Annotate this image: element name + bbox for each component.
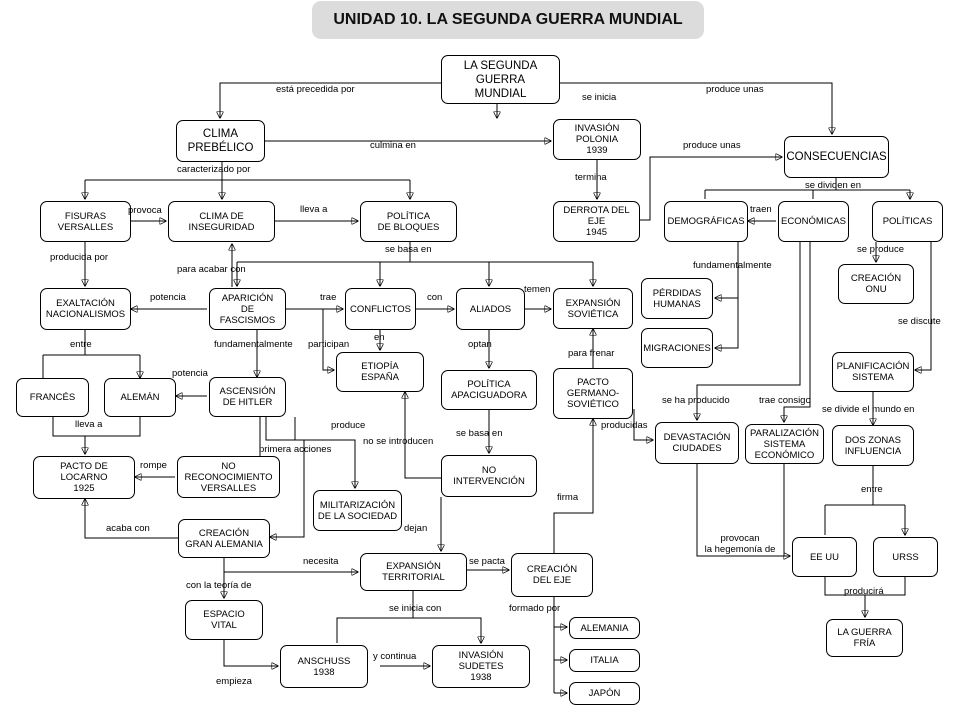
link-label: temen <box>524 284 551 295</box>
node-aliados: ALIADOS <box>456 288 525 330</box>
link-label: participan <box>308 339 350 350</box>
node-economicas: ECONÓMICAS <box>778 201 849 242</box>
link-label: se basa en <box>456 428 503 439</box>
link-label: en <box>374 332 385 343</box>
link-label: firma <box>557 492 579 503</box>
link-label: necesita <box>303 556 339 567</box>
node-creacion-eje: CREACIÓN DEL EJE <box>511 553 593 597</box>
node-espacio-vital: ESPACIO VITAL <box>185 600 263 640</box>
link-label: rompe <box>140 460 167 471</box>
node-invasion-polonia: INVASIÓN POLONIA 1939 <box>553 119 641 160</box>
link-label: empieza <box>216 676 252 687</box>
node-alemania: ALEMANIA <box>569 617 640 639</box>
link-label: para frenar <box>568 348 615 359</box>
link-label: fundamentalmente <box>693 260 772 271</box>
link-label: caracterizado por <box>177 164 251 175</box>
node-pacto-locarno: PACTO DE LOCARNO 1925 <box>33 456 135 499</box>
link-label: lleva a <box>300 204 328 215</box>
link-label: culmina en <box>370 140 416 151</box>
link-label: traen <box>750 204 772 215</box>
link-label: entre <box>861 484 883 495</box>
link-label: para acabar con <box>177 264 246 275</box>
node-creacion-gran-alemania: CREACIÓN GRAN ALEMANIA <box>178 519 270 558</box>
node-ascension-hitler: ASCENSIÓN DE HITLER <box>209 377 286 417</box>
node-migraciones: MIGRACIONES <box>641 328 713 368</box>
link-label: con <box>427 292 443 303</box>
node-exaltacion-nacionalismos: EXALTACIÓN NACIONALISMOS <box>40 288 131 330</box>
link-label: primera acciones <box>259 444 332 455</box>
link-label: producida por <box>50 252 109 263</box>
link-label: fundamentalmente <box>214 339 293 350</box>
link-label: dejan <box>404 523 428 534</box>
node-conflictos: CONFLICTOS <box>345 288 416 330</box>
link-label: está precedida por <box>276 84 355 95</box>
node-anschuss: ANSCHUSS 1938 <box>280 645 368 688</box>
node-clima-inseguridad: CLIMA DE INSEGURIDAD <box>168 201 275 242</box>
node-fisuras-versalles: FISURAS VERSALLES <box>40 201 131 242</box>
link-label: provocan la hegemonía de <box>704 533 776 555</box>
node-demograficas: DEMOGRÁFICAS <box>664 201 748 242</box>
link-label: trae <box>320 292 337 303</box>
node-italia: ITALIA <box>569 649 640 672</box>
link-label: formado por <box>509 603 561 614</box>
node-perdidas-humanas: PÉRDIDAS HUMANAS <box>641 278 713 319</box>
node-segunda-guerra-mundial: LA SEGUNDA GUERRA MUNDIAL <box>441 55 560 104</box>
node-pacto-germano-sovietico: PACTO GERMANO- SOVIÉTICO <box>553 368 633 419</box>
node-clima-prebelico: CLIMA PREBÉLICO <box>176 120 265 162</box>
link-label: se inicia con <box>389 603 442 614</box>
node-expansion-territorial: EXPANSIÓN TERRITORIAL <box>360 553 467 591</box>
node-aparicion-fascismos: APARICIÓN DE FASCISMOS <box>209 288 286 330</box>
link-label: entre <box>70 339 92 350</box>
link-label: se produce <box>857 244 905 255</box>
link-label: con la teoría de <box>186 580 252 591</box>
node-dos-zonas-influencia: DOS ZONAS INFLUENCIA <box>832 425 914 466</box>
link-label: producidas <box>601 420 648 431</box>
link-label: no se introducen <box>363 436 434 447</box>
node-aleman: ALEMÁN <box>104 378 176 417</box>
node-politicas: POLÍTICAS <box>872 201 943 242</box>
link-label: produce unas <box>683 140 741 151</box>
link-label: trae consigo <box>759 395 811 406</box>
node-planificacion-sistema: PLANIFICACIÓN SISTEMA <box>832 352 914 392</box>
node-derrota-eje: DERROTA DEL EJE 1945 <box>553 201 640 242</box>
node-politica-bloques: POLÍTICA DE BLOQUES <box>360 201 457 242</box>
node-no-intervencion: NO INTERVENCIÓN <box>441 455 537 497</box>
node-paralizacion-sistema: PARALIZACIÓN SISTEMA ECONÓMICO <box>745 424 824 464</box>
node-japon: JAPÓN <box>569 682 640 705</box>
node-invasion-sudetes: INVASIÓN SUDETES 1938 <box>432 645 530 688</box>
link-label: provoca <box>128 205 162 216</box>
link-label: y continua <box>373 651 417 662</box>
link-label: se pacta <box>469 556 505 567</box>
node-no-reconocimiento: NO RECONOCIMIENTO VERSALLES <box>177 456 280 498</box>
page-title: UNIDAD 10. LA SEGUNDA GUERRA MUNDIAL <box>312 1 704 39</box>
node-frances: FRANCÉS <box>16 378 89 417</box>
link-label: producirá <box>844 586 884 597</box>
link-label: se dividen en <box>805 180 861 191</box>
link-label: lleva a <box>75 419 103 430</box>
link-label: optan <box>468 339 492 350</box>
link-label: se ha producido <box>662 395 730 406</box>
link-label: produce <box>331 420 366 431</box>
link-label: se divide el mundo en <box>822 404 915 415</box>
node-militarizacion-sociedad: MILITARIZACIÓN DE LA SOCIEDAD <box>313 490 402 531</box>
node-etiopia-espana: ETIOPÍA ESPAÑA <box>336 352 424 392</box>
link-label: potencia <box>150 292 186 303</box>
link-label: acaba con <box>106 523 150 534</box>
node-guerra-fria: LA GUERRA FRÍA <box>826 619 903 657</box>
node-politica-apaciguadora: POLÍTICA APACIGUADORA <box>441 370 537 410</box>
link-label: potencia <box>172 368 208 379</box>
link-label: se inicia <box>582 92 617 103</box>
node-expansion-sovietica: EXPANSIÓN SOVIÉTICA <box>553 288 633 329</box>
link-label: produce unas <box>706 84 764 95</box>
node-consecuencias: CONSECUENCIAS <box>784 136 889 178</box>
node-creacion-onu: CREACIÓN ONU <box>838 264 914 304</box>
node-eeuu: EE UU <box>792 537 857 577</box>
link-label: termina <box>575 172 607 183</box>
link-label: se basa en <box>385 244 432 255</box>
node-devastacion-ciudades: DEVASTACIÓN CIUDADES <box>655 422 739 464</box>
node-urss: URSS <box>873 537 938 577</box>
link-label: se discute <box>898 316 941 327</box>
